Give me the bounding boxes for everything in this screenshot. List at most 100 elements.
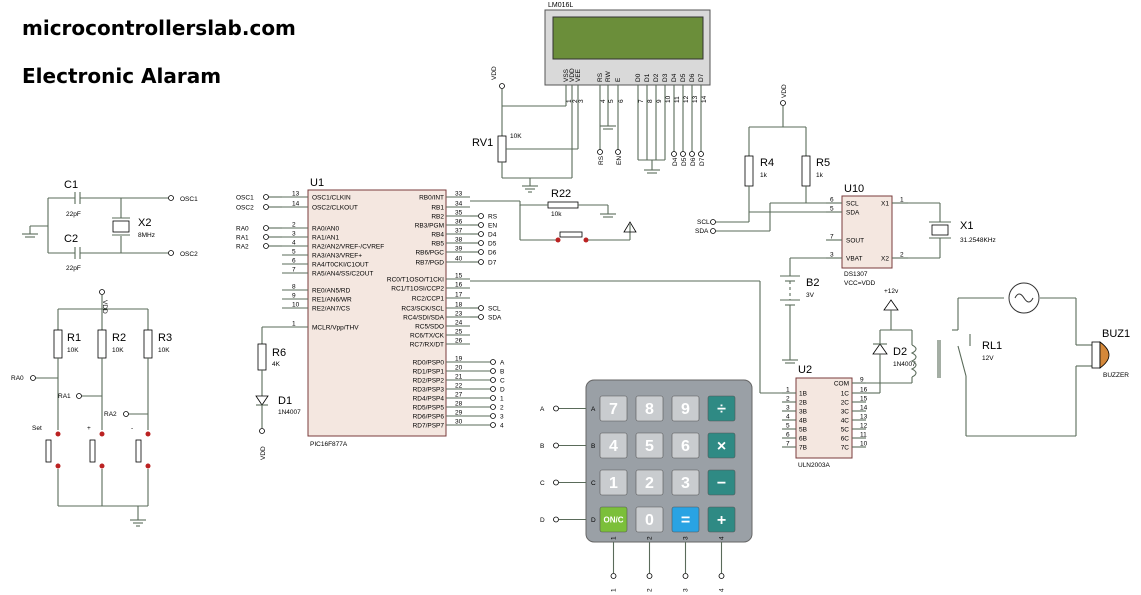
d1-vdd-label: VDD [260, 446, 267, 460]
d2-part: 1N4007 [893, 361, 916, 368]
keypad-key [707, 469, 736, 496]
u1-rd-net: A [500, 360, 505, 367]
u1-right-pin-number: 20 [455, 365, 463, 372]
keypad-row-pin: D [591, 517, 596, 524]
rv1-group: VDD RV1 10K [472, 66, 579, 193]
u2-left-pin-name: 1B [799, 391, 807, 398]
u2-driver: U2 ULN2003A 11B22B33B44B55B66B77B9COM161… [470, 280, 881, 469]
u1-rb-net: EN [488, 223, 497, 230]
u1-left-pin-number: 9 [292, 293, 296, 300]
keypad-col-pin: 1 [611, 536, 618, 540]
x2-value: 8MHz [138, 232, 155, 239]
r22-resistor [547, 201, 579, 209]
u1-right-pin-name: RC3/SCK/SCL [401, 306, 444, 313]
d1-diode [255, 395, 269, 406]
u1-right-pin-number: 35 [455, 210, 463, 217]
lcd-pin-label: D6 [689, 73, 696, 82]
u1-rd-net: 4 [500, 423, 504, 430]
u1-right-pin-number: 40 [455, 256, 463, 263]
u1-left-pin-number: 5 [292, 249, 296, 256]
push-button [559, 231, 583, 238]
u1-left-net: RA1 [236, 235, 249, 242]
u2-left-pin-number: 6 [786, 432, 790, 439]
b2-ref: B2 [806, 277, 819, 289]
keypad-key-label: 3 [681, 475, 690, 492]
u1-right-pin-name: RB7/PGD [415, 260, 444, 267]
u1-right-pin-name: RC6/TX/CK [410, 333, 445, 340]
u2-chip [795, 377, 853, 459]
lcd-pin-number: 12 [683, 95, 690, 103]
rtc-vdd-label: VDD [781, 84, 788, 98]
rv1-value: 10K [510, 133, 522, 140]
u10-pin-number: 7 [830, 234, 834, 241]
keypad-key [707, 395, 736, 422]
u2-right-pin-name: 1C [841, 391, 850, 398]
keypad-key-label: 9 [681, 401, 690, 418]
u1-rd-net: 3 [500, 414, 504, 421]
lcd-pin-label: D5 [680, 73, 687, 82]
u1-rd-net: C [500, 378, 505, 385]
u1-rc-net: SDA [488, 315, 502, 322]
u2-right-pin-number: 16 [860, 387, 868, 394]
u10-pin-name: X1 [881, 201, 889, 208]
buz1-part: BUZZER [1103, 372, 1129, 379]
u1-ref: U1 [310, 177, 324, 189]
lcd-net-d6: D6 [690, 157, 697, 166]
u10-ref: U10 [844, 183, 864, 195]
r6-ref: R6 [272, 347, 286, 359]
r22-ref: R22 [551, 188, 571, 200]
relay-coil [910, 344, 917, 378]
u1-left-pin-name: RA4/T0CKI/C1OUT [312, 262, 369, 269]
lcd-pin-number: 4 [600, 99, 607, 103]
r5-resistor [801, 155, 811, 187]
keypad-key [599, 432, 628, 459]
keypad-row-pin: A [591, 406, 596, 413]
u1-right-pin-number: 23 [455, 311, 463, 318]
keypad-col-net: 3 [683, 588, 690, 592]
u1-right-pin-number: 21 [455, 374, 463, 381]
lcd-net-en: EN [616, 156, 623, 165]
vdd-terminal [499, 83, 505, 89]
osc2-net: OSC2 [180, 251, 198, 258]
u1-right-pin-name: RB0/INT [419, 195, 444, 202]
keypad-col-net: 1 [611, 588, 618, 592]
u1-right-pin-number: 36 [455, 219, 463, 226]
r4-resistor [744, 155, 754, 187]
keypad-key [671, 395, 700, 422]
u1-right-pin-number: 15 [455, 273, 463, 280]
rtc-net-sda: SDA [695, 228, 709, 235]
u1-right-pin-name: RB3/PGM [415, 223, 444, 230]
lcd-pin-label: RS [597, 72, 604, 82]
r2-value: 10K [112, 347, 124, 354]
r5-ref: R5 [816, 157, 830, 169]
lcd-net-d7: D7 [699, 157, 706, 166]
buttons-vdd-label: VDD [101, 300, 108, 314]
lcd-pin-number: 3 [578, 99, 585, 103]
btn-label-set: Set [32, 425, 42, 432]
keypad-row-net: A [540, 406, 545, 413]
u1-left-pin-name: RA1/AN1 [312, 235, 339, 242]
u2-right-pin-name: COM [834, 381, 849, 388]
u1-right-pin-number: 25 [455, 329, 463, 336]
lcd-pins: VSS1VDD2VEE3RS4RW5E6D07D18D29D310D411D51… [563, 68, 708, 103]
keypad-col-pin: 4 [719, 536, 726, 540]
b2-value: 3V [806, 292, 815, 299]
lcd-pin-label: VSS [563, 68, 570, 82]
u1-right-pin-number: 24 [455, 320, 463, 327]
u1-left-pin-name: RE2/AN7/CS [312, 306, 351, 313]
keypad-col-net: 2 [647, 588, 654, 592]
u1-rd-net: B [500, 369, 504, 376]
u2-left-pin-number: 4 [786, 414, 790, 421]
u10-pin-name: VBAT [846, 256, 863, 263]
u1-right-pin-name: RB6/PGC [415, 250, 444, 257]
d2-ref: D2 [893, 346, 907, 358]
d1-ref: D1 [278, 395, 292, 407]
c2-value: 22pF [66, 265, 81, 272]
u1-right-pin-name: RB1 [431, 205, 444, 212]
r2-ref: R2 [112, 332, 126, 344]
rtc-net-scl: SCL [697, 219, 710, 226]
lcd-pin-number: 6 [618, 99, 625, 103]
